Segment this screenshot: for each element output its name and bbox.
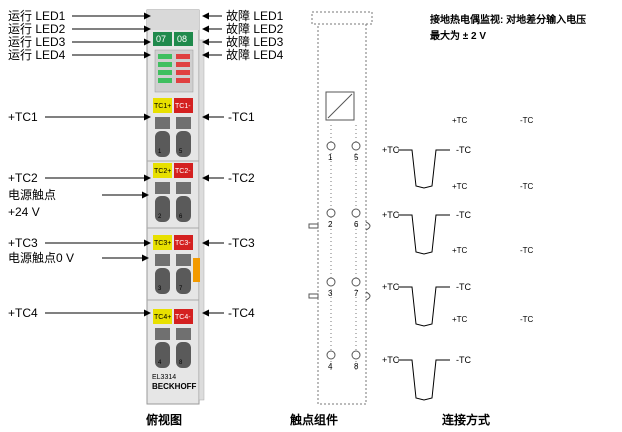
conn-pos-a2: +TC bbox=[452, 182, 468, 191]
fault-led1-label: 故障 LED1 bbox=[226, 9, 284, 23]
caption-connection: 连接方式 bbox=[442, 413, 491, 427]
contact-num-5: 5 bbox=[354, 153, 359, 162]
conn-pos-2: +TC bbox=[382, 210, 400, 220]
term-tc1-neg bbox=[174, 98, 193, 113]
orange-latch bbox=[193, 258, 200, 282]
led-box-left-text: 07 bbox=[156, 34, 167, 44]
module-brand: BECKHOFF bbox=[152, 382, 197, 391]
power-24v-label: +24 V bbox=[8, 205, 40, 219]
module-num-3: 3 bbox=[158, 286, 162, 292]
tc2-pos-label: +TC2 bbox=[8, 171, 38, 185]
contact-num-6: 6 bbox=[354, 220, 359, 229]
connection-note-1: 接地热电偶监视: 对地差分输入电压 bbox=[430, 15, 587, 26]
contact-assembly bbox=[308, 11, 373, 405]
contact-num-1: 1 bbox=[328, 153, 333, 162]
term-tc4-neg bbox=[174, 309, 193, 324]
left-arrows bbox=[45, 12, 151, 317]
tc3-neg-label: -TC3 bbox=[228, 236, 255, 250]
fault-led-2 bbox=[176, 62, 190, 67]
fault-led4-label: 故障 LED4 bbox=[226, 48, 284, 62]
module-num-2: 2 bbox=[158, 214, 162, 220]
term-tc4-pos bbox=[153, 309, 172, 324]
term-tc3-neg-text: TC3- bbox=[175, 240, 191, 247]
term-tc2-pos-text: TC2+ bbox=[154, 168, 172, 175]
module-num-7: 7 bbox=[179, 286, 183, 292]
connection-note-2: 最大为 ± 2 V bbox=[430, 31, 487, 42]
conn-neg-a3: -TC bbox=[520, 246, 534, 255]
conn-pos-1: +TC bbox=[382, 145, 400, 155]
right-arrows bbox=[202, 12, 224, 317]
tc3-pos-label: +TC3 bbox=[8, 236, 38, 250]
conn-neg-4: -TC bbox=[456, 355, 471, 365]
tc2-neg-label: -TC2 bbox=[228, 171, 255, 185]
fault-led-4 bbox=[176, 78, 190, 83]
module-num-4: 4 bbox=[158, 360, 162, 366]
terminal-module bbox=[146, 9, 205, 405]
fault-led-1 bbox=[176, 54, 190, 59]
run-led4-label: 运行 LED4 bbox=[8, 48, 66, 62]
run-led-2 bbox=[158, 62, 172, 67]
led-box-right-text: 08 bbox=[177, 34, 188, 44]
term-tc4-pos-text: TC4+ bbox=[154, 314, 172, 321]
term-tc4-neg-text: TC4- bbox=[175, 314, 191, 321]
run-led1-label: 运行 LED1 bbox=[8, 9, 66, 23]
conn-pos-4: +TC bbox=[382, 355, 400, 365]
tc1-pos-label: +TC1 bbox=[8, 110, 38, 124]
run-led2-label: 运行 LED2 bbox=[8, 22, 66, 36]
conn-pos-a1: +TC bbox=[452, 116, 468, 125]
conn-pos-3: +TC bbox=[382, 282, 400, 292]
run-led-4 bbox=[158, 78, 172, 83]
tc1-neg-label: -TC1 bbox=[228, 110, 255, 124]
term-tc3-pos-text: TC3+ bbox=[154, 240, 172, 247]
run-led-1 bbox=[158, 54, 172, 59]
run-led3-label: 运行 LED3 bbox=[8, 35, 66, 49]
term-tc1-neg-text: TC1- bbox=[175, 103, 191, 110]
caption-top-view: 俯视图 bbox=[146, 413, 183, 427]
module-model: EL3314 bbox=[152, 374, 177, 381]
term-tc2-neg bbox=[174, 163, 193, 178]
term-tc2-neg-text: TC2- bbox=[175, 168, 191, 175]
conn-neg-1: -TC bbox=[456, 145, 471, 155]
term-tc1-pos bbox=[153, 98, 172, 113]
conn-neg-3: -TC bbox=[456, 282, 471, 292]
led-box-left bbox=[153, 32, 172, 46]
term-tc3-neg bbox=[174, 235, 193, 250]
contact-num-3: 3 bbox=[328, 289, 333, 298]
led-box-right bbox=[174, 32, 193, 46]
contact-num-8: 8 bbox=[354, 362, 359, 371]
fault-led-3 bbox=[176, 70, 190, 75]
conn-neg-a2: -TC bbox=[520, 182, 534, 191]
run-led-3 bbox=[158, 70, 172, 75]
contact-num-7: 7 bbox=[354, 289, 359, 298]
module-num-8: 8 bbox=[179, 360, 183, 366]
contact-num-4: 4 bbox=[328, 362, 333, 371]
power-0v-label: 电源触点0 V bbox=[8, 251, 75, 265]
term-tc3-pos bbox=[153, 235, 172, 250]
tc4-neg-label: -TC4 bbox=[228, 306, 255, 320]
conn-neg-a1: -TC bbox=[520, 116, 534, 125]
fault-led3-label: 故障 LED3 bbox=[226, 35, 284, 49]
term-tc2-pos bbox=[153, 163, 172, 178]
caption-contacts: 触点组件 bbox=[290, 413, 339, 427]
conn-neg-2: -TC bbox=[456, 210, 471, 220]
thermocouple-wiring bbox=[398, 149, 450, 401]
conn-pos-a4: +TC bbox=[452, 315, 468, 324]
fault-led2-label: 故障 LED2 bbox=[226, 22, 284, 36]
module-num-1: 1 bbox=[158, 149, 162, 155]
tc4-pos-label: +TC4 bbox=[8, 306, 38, 320]
conn-neg-a4: -TC bbox=[520, 315, 534, 324]
power-contact-label: 电源触点 bbox=[8, 188, 57, 202]
contact-num-2: 2 bbox=[328, 220, 333, 229]
module-num-5: 5 bbox=[179, 149, 183, 155]
module-num-6: 6 bbox=[179, 214, 183, 220]
term-tc1-pos-text: TC1+ bbox=[154, 103, 172, 110]
conn-pos-a3: +TC bbox=[452, 246, 468, 255]
